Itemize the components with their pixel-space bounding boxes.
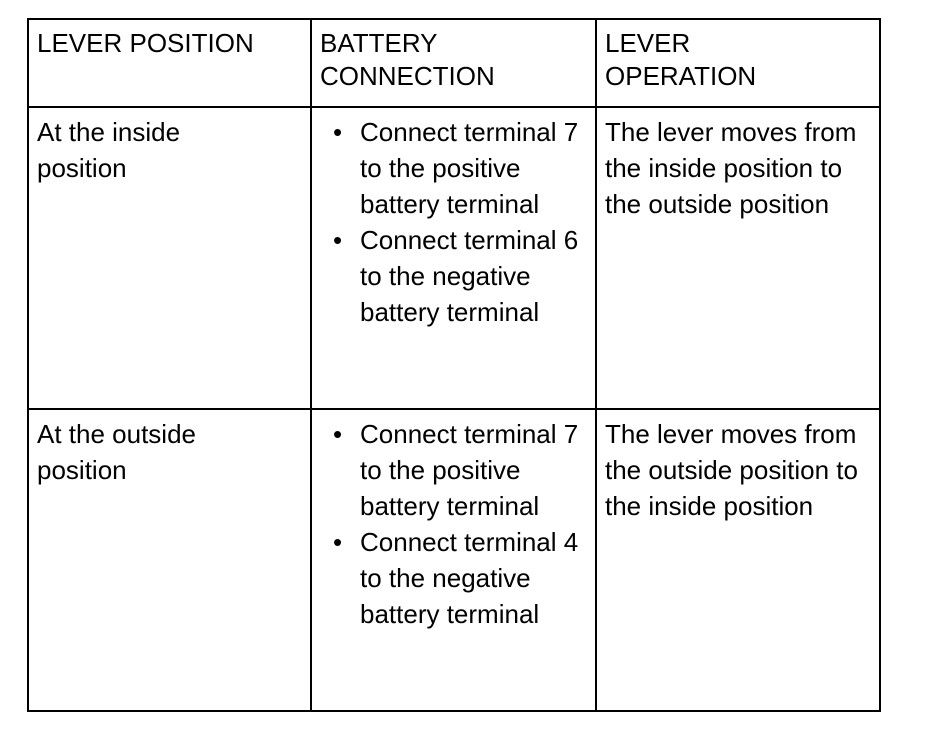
column-header-lever-operation-label: LEVER OPERATION	[605, 28, 757, 91]
cell-lever-position: At the inside position	[27, 106, 312, 410]
bullet-icon: •	[333, 527, 343, 557]
lever-position-table: LEVER POSITION BATTERY CONNECTION LEVER …	[27, 18, 881, 712]
table-body: At the inside position • Connect termina…	[27, 106, 881, 712]
list-item-label: Connect terminal 6 to the negative batte…	[360, 225, 579, 327]
list-item-label: Connect terminal 7 to the positive batte…	[360, 117, 579, 219]
list-item-label: Connect terminal 4 to the negative batte…	[360, 527, 579, 629]
table-header: LEVER POSITION BATTERY CONNECTION LEVER …	[27, 18, 881, 108]
lever-operation-value: The lever moves from the outside positio…	[605, 419, 858, 521]
column-header-battery-connection: BATTERY CONNECTION	[310, 18, 597, 108]
column-header-battery-connection-label: BATTERY CONNECTION	[320, 28, 495, 91]
lever-operation-value: The lever moves from the inside position…	[605, 117, 857, 219]
battery-connection-list: • Connect terminal 7 to the positive bat…	[312, 410, 595, 632]
list-item: • Connect terminal 7 to the positive bat…	[312, 114, 591, 222]
column-header-lever-position: LEVER POSITION	[27, 18, 312, 108]
bullet-icon: •	[333, 117, 343, 147]
list-item-label: Connect terminal 7 to the positive batte…	[360, 419, 579, 521]
bullet-icon: •	[333, 419, 343, 449]
cell-battery-connection: • Connect terminal 7 to the positive bat…	[310, 106, 597, 410]
column-header-lever-position-label: LEVER POSITION	[37, 28, 254, 58]
table-row: At the inside position • Connect termina…	[27, 106, 881, 410]
cell-lever-position: At the outside position	[27, 408, 312, 712]
lever-position-value: At the outside position	[37, 419, 196, 485]
battery-connection-list: • Connect terminal 7 to the positive bat…	[312, 108, 595, 330]
cell-lever-operation: The lever moves from the outside positio…	[595, 408, 881, 712]
list-item: • Connect terminal 6 to the negative bat…	[312, 222, 591, 330]
cell-lever-operation: The lever moves from the inside position…	[595, 106, 881, 410]
table-header-row: LEVER POSITION BATTERY CONNECTION LEVER …	[27, 18, 881, 108]
column-header-lever-operation: LEVER OPERATION	[595, 18, 881, 108]
table-row: At the outside position • Connect termin…	[27, 408, 881, 712]
lever-position-value: At the inside position	[37, 117, 181, 183]
cell-battery-connection: • Connect terminal 7 to the positive bat…	[310, 408, 597, 712]
list-item: • Connect terminal 7 to the positive bat…	[312, 416, 591, 524]
bullet-icon: •	[333, 225, 343, 255]
list-item: • Connect terminal 4 to the negative bat…	[312, 524, 591, 632]
